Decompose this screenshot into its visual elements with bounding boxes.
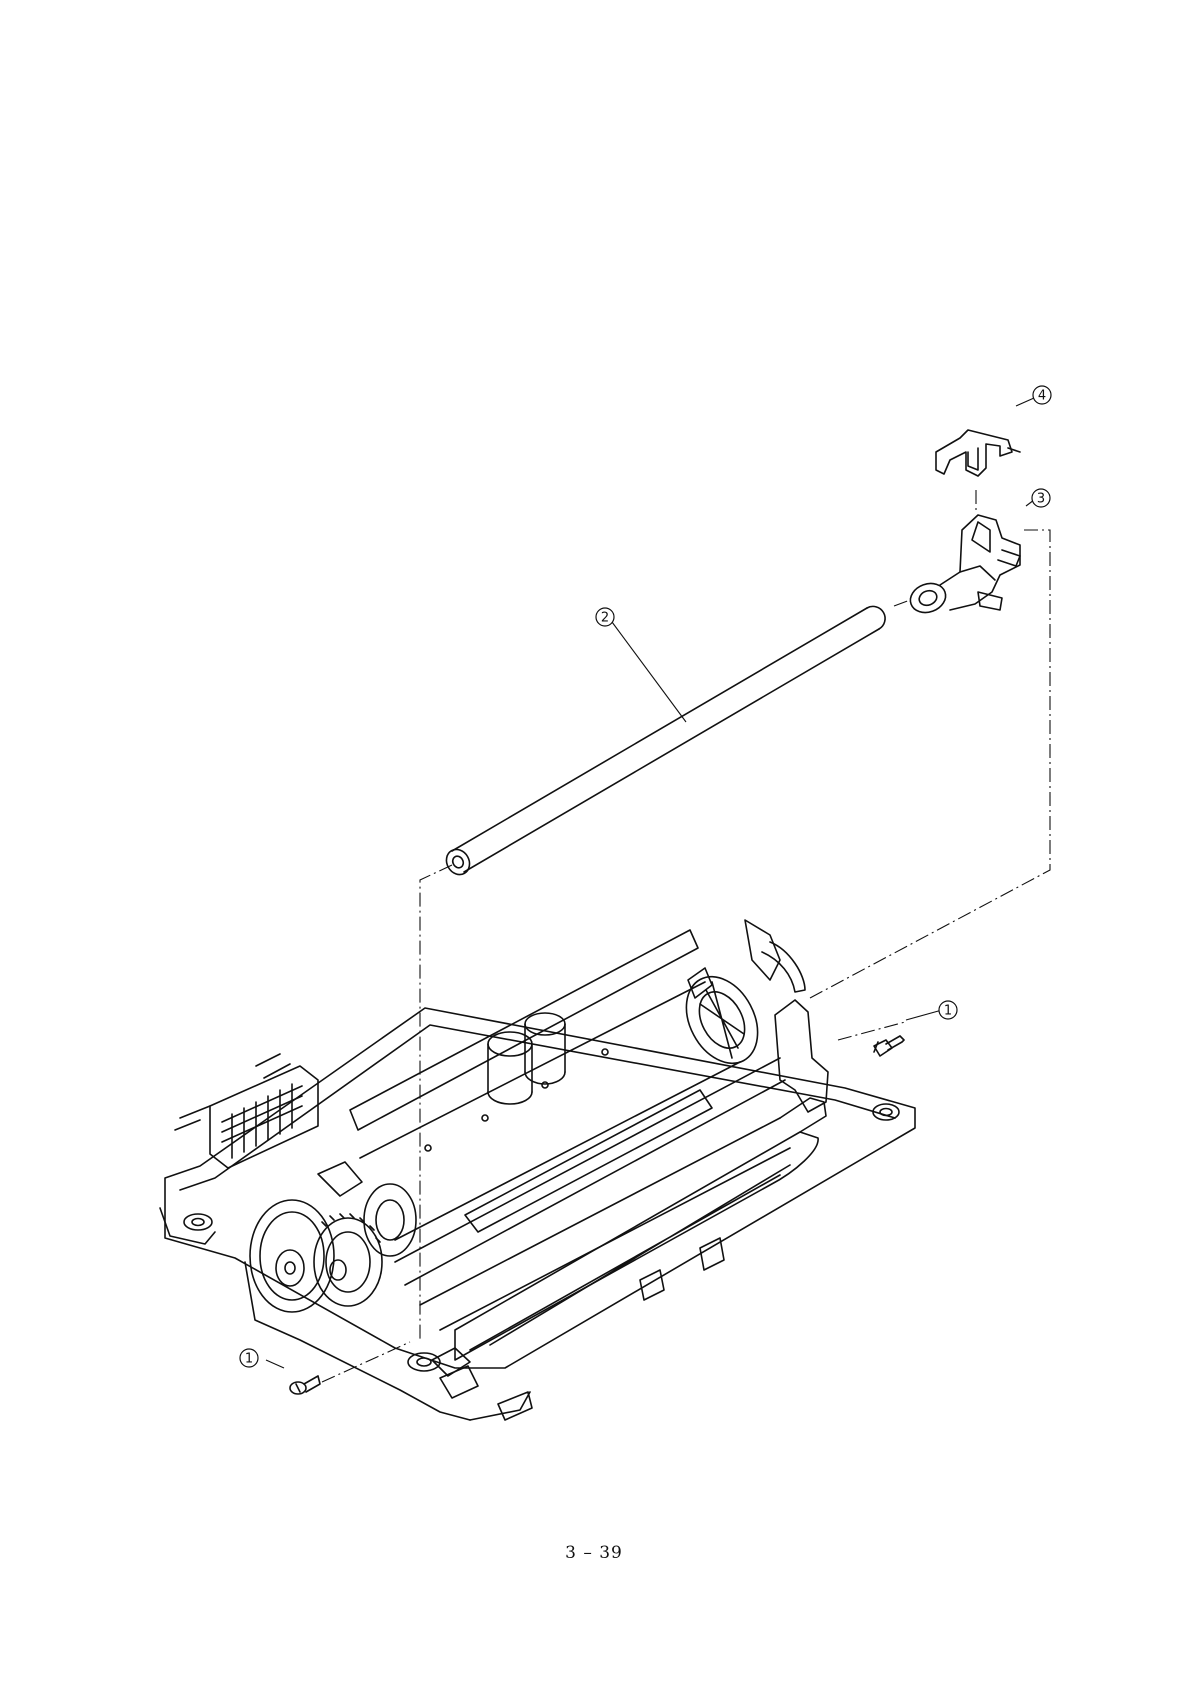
gear-train xyxy=(250,1162,416,1312)
bracket-plate xyxy=(936,430,1020,476)
callout-3-number: 3 xyxy=(1037,492,1045,507)
carriage-detail xyxy=(432,1348,532,1420)
callout-2-number: 2 xyxy=(601,611,609,626)
screw-left xyxy=(290,1376,320,1394)
platen-shaft xyxy=(442,606,885,878)
bearing-holder xyxy=(906,515,1020,617)
assembly-guide-lines xyxy=(322,490,1050,1382)
screw-right xyxy=(874,1036,904,1056)
carriage-rails xyxy=(395,1058,790,1330)
page-number: 3 – 39 xyxy=(0,1543,1188,1563)
callout-1-right-number: 1 xyxy=(944,1004,952,1019)
callout-4-number: 4 xyxy=(1038,389,1046,404)
paper-guide xyxy=(455,1132,818,1360)
callout-1-left-number: 1 xyxy=(245,1352,253,1367)
interface-connector xyxy=(175,1054,318,1168)
leader-lines xyxy=(266,398,1034,1368)
